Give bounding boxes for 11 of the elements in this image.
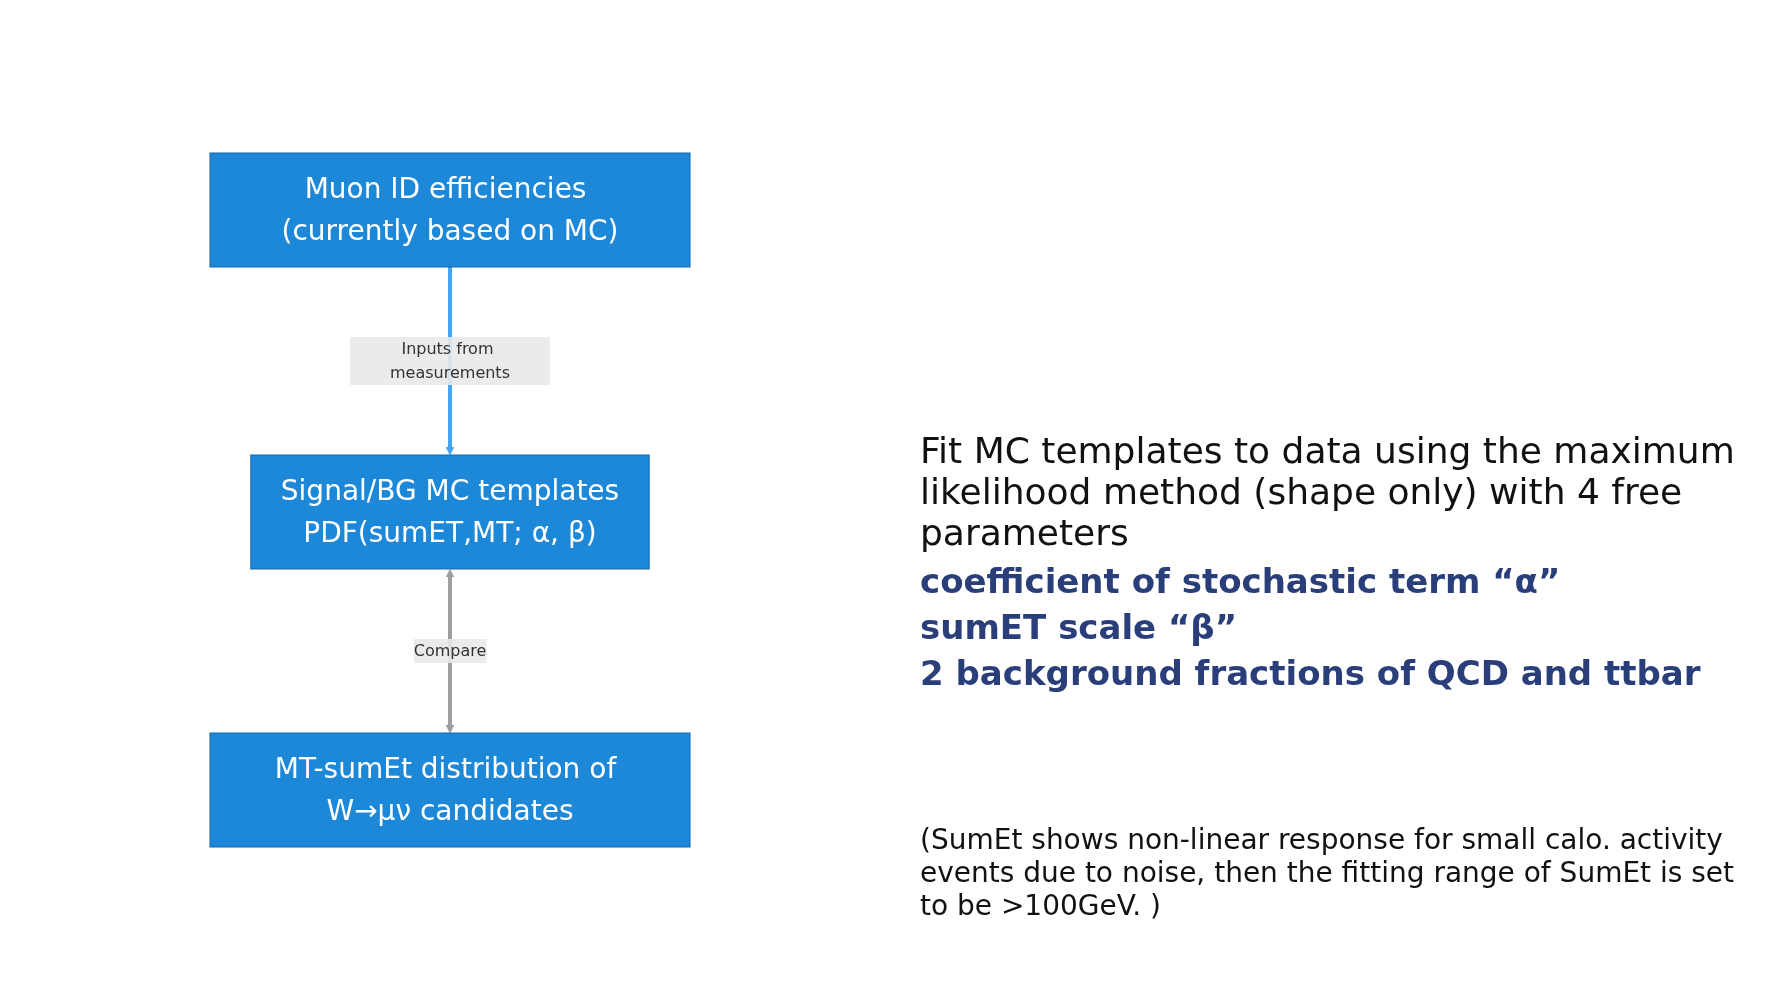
note-text: (SumEt shows non-linear response for small calo. activity events due to noise, then the fitting range of SumEt is set to be >100GeV. ) bbox=[920, 823, 1736, 922]
edge-label: Inputs from measurements bbox=[390, 339, 510, 382]
edge-label: Compare bbox=[413, 641, 487, 660]
node-box: MT-sumEt distribution of W→μν candidates bbox=[209, 732, 691, 848]
arrow bbox=[445, 569, 455, 734]
node-box: Muon ID efficiencies (currently based on MC) bbox=[209, 152, 691, 268]
bullet-item: 2 background fractions of QCD and ttbar bbox=[920, 653, 1702, 693]
bullet-item: sumET scale “β” bbox=[920, 607, 1239, 647]
description-text: Fit MC templates to data using the maximum likelihood method (shape only) with 4 free parameters bbox=[920, 430, 1736, 553]
bullet-item: coefficient of stochastic term “α” bbox=[920, 561, 1562, 601]
node-box: Signal/BG MC templates PDF(sumET,MT; α, β) bbox=[250, 454, 650, 570]
